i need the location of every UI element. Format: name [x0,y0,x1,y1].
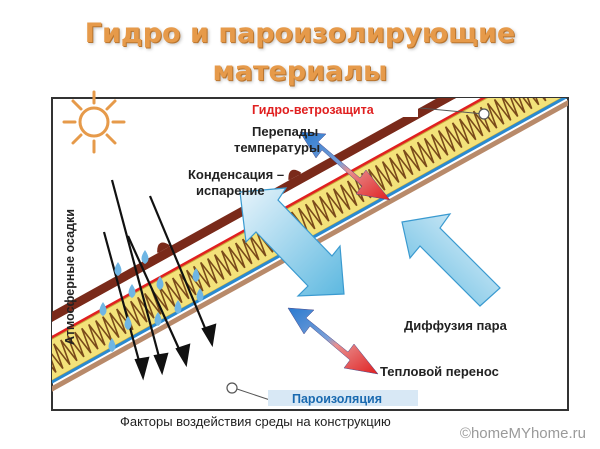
label-condensation-line-1: Конденсация – [188,167,284,182]
label-heat-transfer: Тепловой перенос [380,364,499,379]
label-temp-diff-line-2: температуры [234,140,320,155]
label-condensation-line-2: испарение [196,183,265,198]
svg-text:Пароизоляция: Пароизоляция [292,392,382,406]
label-wind-protection: Гидро-ветрозащита [250,101,418,117]
sun-icon [62,90,126,154]
big-arrow-icon [401,213,501,307]
label-temp-diff-line-1: Перепады [252,124,318,139]
precipitation-arrows [102,179,217,381]
svg-text:Гидро-ветрозащита: Гидро-ветрозащита [252,103,375,117]
double-arrow-icon [287,307,379,375]
diagram-caption: Факторы воздействия среды на конструкцию [120,414,391,429]
marker-dot [226,382,238,394]
label-precipitation: Атмосферные осадки [63,209,77,345]
double-arrow-icon [299,131,391,201]
rain-drop-icon [99,250,204,352]
marker-dot [478,108,490,120]
label-vapor-barrier: Пароизоляция [268,390,418,406]
watermark: ©homeMYhome.ru [459,425,586,442]
big-arrow-icon [239,187,345,297]
page-title-line-2: материалы [212,56,388,87]
label-vapor-diffusion: Диффузия пара [404,318,508,333]
page-title-line-1: Гидро и пароизолирующие [84,18,516,49]
